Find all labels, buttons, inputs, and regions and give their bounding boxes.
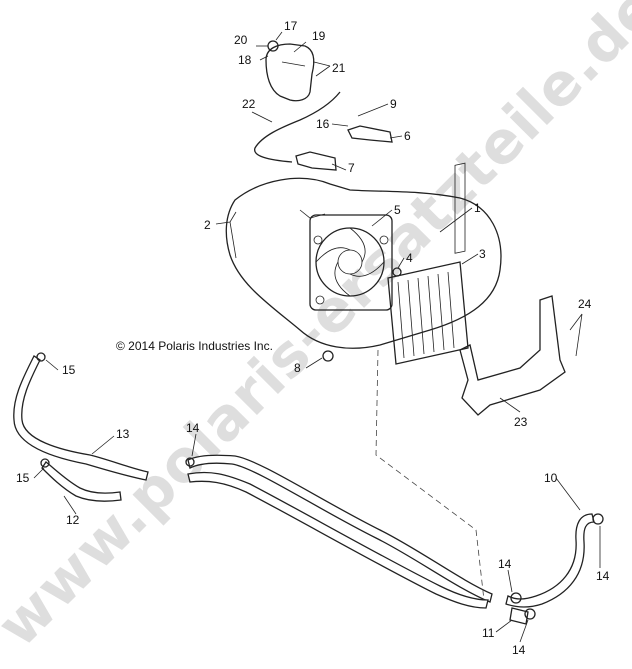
callout-19: 19 [312, 29, 326, 43]
callout-22: 22 [242, 97, 256, 111]
callout-12: 12 [66, 513, 80, 527]
copyright-notice: © 2014 Polaris Industries Inc. [116, 339, 273, 353]
radiator [387, 162, 469, 365]
clamp-14-left [185, 457, 195, 467]
bracket-upper [347, 125, 393, 143]
hose-12 [41, 461, 122, 502]
hose-13 [13, 355, 149, 481]
callout-6: 6 [404, 129, 411, 143]
routing-guide [375, 349, 485, 601]
callout-1: 1 [474, 201, 481, 215]
callout-15a: 15 [62, 363, 76, 377]
mount-4 [392, 267, 402, 277]
callout-3: 3 [479, 247, 486, 261]
clamp-14-right [592, 513, 604, 525]
fitting-11 [509, 607, 529, 625]
callout-17: 17 [284, 19, 298, 33]
hose-10 [505, 513, 595, 608]
callout-18: 18 [238, 53, 252, 67]
callout-4: 4 [406, 251, 413, 265]
callout-21: 21 [332, 61, 346, 75]
clamp-15-upper [36, 352, 46, 362]
callout-5: 5 [394, 203, 401, 217]
clamp-14-lower [524, 608, 536, 620]
overflow-hose [254, 91, 341, 163]
callout-10: 10 [544, 471, 558, 485]
callout-2: 2 [204, 218, 211, 232]
callout-7: 7 [348, 161, 355, 175]
bracket-lower [295, 151, 337, 171]
coolant-reservoir [265, 40, 315, 102]
callout-14a: 14 [186, 421, 200, 435]
clamp-14-bottom [510, 592, 522, 604]
coolant-tube-upper [187, 454, 493, 603]
grommet-8 [322, 350, 334, 362]
leader-lines [33, 31, 601, 643]
callout-numbers: 1 2 3 4 5 6 7 8 9 10 11 12 13 14 14 14 1… [16, 19, 610, 657]
callout-14b: 14 [498, 557, 512, 571]
shroud-panel [225, 177, 502, 349]
callout-15b: 15 [16, 471, 30, 485]
callout-24: 24 [578, 297, 592, 311]
cooling-fan [309, 214, 393, 311]
mount-bracket [459, 295, 566, 416]
callout-8: 8 [294, 361, 301, 375]
callout-14d: 14 [512, 643, 526, 657]
callout-11: 11 [482, 626, 495, 640]
clamp-15-lower [40, 458, 50, 468]
callout-23: 23 [514, 415, 528, 429]
callout-14c: 14 [596, 569, 610, 583]
callout-9: 9 [390, 97, 397, 111]
callout-13: 13 [116, 427, 130, 441]
callout-20: 20 [234, 33, 248, 47]
coolant-tube-lower [187, 471, 489, 609]
callout-16: 16 [316, 117, 330, 131]
